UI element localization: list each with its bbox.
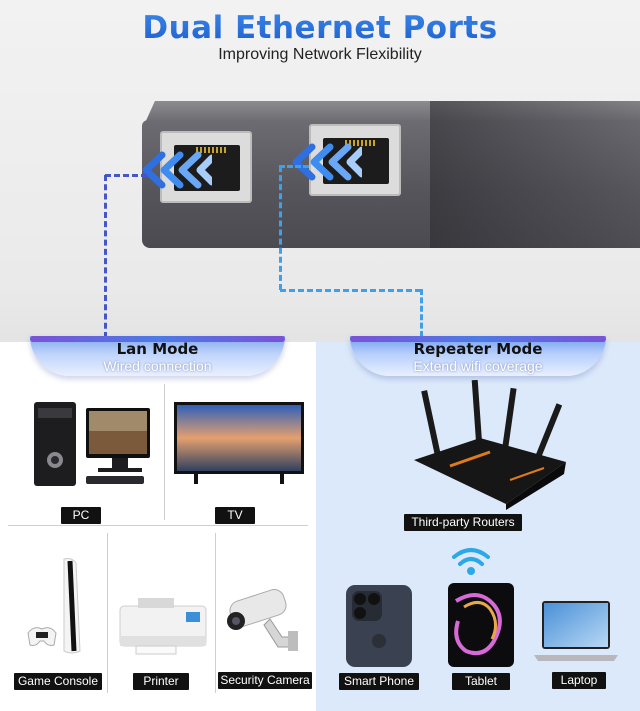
repeater-mode-tab: Repeater Mode Extend wifi coverage bbox=[350, 336, 606, 376]
lan-mode-tab-line bbox=[30, 336, 285, 342]
lan-mode-tab: Lan Mode Wired connection bbox=[30, 336, 285, 376]
printer-label: Printer bbox=[133, 673, 189, 690]
grid-divider bbox=[107, 533, 108, 693]
lan-mode-title: Lan Mode bbox=[116, 340, 199, 358]
lan-connector-v bbox=[104, 175, 107, 338]
page-title: Dual Ethernet Ports bbox=[0, 10, 640, 46]
smartphone-label: Smart Phone bbox=[339, 673, 419, 690]
grid-divider bbox=[8, 525, 308, 526]
wifi-icon bbox=[452, 548, 490, 575]
grid-divider bbox=[215, 533, 216, 693]
tablet-label: Tablet bbox=[452, 673, 510, 690]
device-shadow bbox=[430, 101, 640, 248]
repeater-mode-subtitle: Extend wifi coverage bbox=[413, 358, 543, 374]
game-console-icon bbox=[27, 558, 81, 654]
lan-connector-h bbox=[105, 174, 147, 177]
grid-divider bbox=[164, 384, 165, 520]
tv-label: TV bbox=[215, 507, 255, 524]
game-console-label: Game Console bbox=[14, 673, 102, 690]
page-subtitle: Improving Network Flexibility bbox=[218, 46, 422, 63]
pc-icon bbox=[34, 402, 150, 486]
security-camera-icon bbox=[227, 589, 298, 651]
repeater-connector-v2 bbox=[420, 289, 423, 337]
printer-icon bbox=[119, 598, 207, 655]
repeater-mode-tab-line bbox=[350, 336, 606, 342]
tablet-icon bbox=[448, 583, 514, 667]
pc-label: PC bbox=[61, 507, 101, 524]
repeater-arrow-icon bbox=[292, 143, 362, 181]
router-label: Third-party Routers bbox=[404, 514, 522, 531]
repeater-mode-title: Repeater Mode bbox=[413, 340, 543, 358]
tv-icon bbox=[174, 402, 304, 484]
repeater-connector-v1 bbox=[279, 166, 282, 290]
security-camera-label: Security Camera bbox=[218, 672, 312, 689]
repeater-connector-h1 bbox=[279, 165, 309, 168]
lan-arrow-icon bbox=[142, 151, 212, 189]
router-icon bbox=[414, 380, 566, 510]
lan-mode-subtitle: Wired connection bbox=[103, 358, 212, 374]
repeater-connector-h2 bbox=[280, 289, 421, 292]
laptop-label: Laptop bbox=[552, 672, 606, 689]
smartphone-icon bbox=[346, 585, 412, 667]
laptop-icon bbox=[534, 601, 618, 661]
